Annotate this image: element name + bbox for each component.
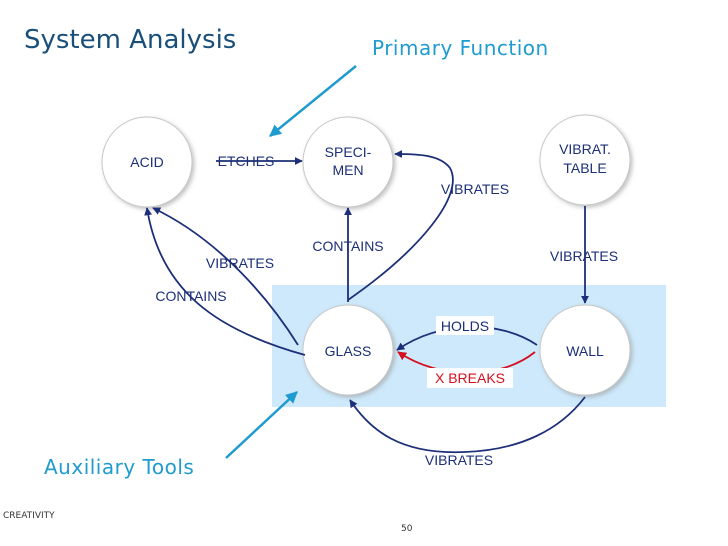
node-acid [101,116,193,208]
primary-function-arrow [269,65,357,137]
page-number: 50 [401,524,413,534]
auxiliary-tools-arrow [225,391,298,459]
page-title: System Analysis [24,25,237,55]
node-wall [539,304,631,396]
edge-label-contains-acid: CONTAINS [155,288,226,304]
node-wall-label: WALL [566,343,604,359]
node-specimen-label-line2: MEN [332,162,363,178]
auxiliary-tools-label: Auxiliary Tools [44,455,195,479]
edge-label-etches: ETCHES [218,153,275,169]
node-table-label-line1: VIBRAT. [559,141,611,157]
edge-label-vibrates-acid: VIBRATES [206,255,274,271]
edge-vibrates-specimen [347,150,454,301]
node-table-label-line2: TABLE [563,160,606,176]
edge-label-holds: HOLDS [441,318,489,334]
edge-label-contains-specimen: CONTAINS [312,238,383,254]
edge-vibrates-acid [152,207,299,346]
edge-label-vibrates-glass: VIBRATES [425,452,493,468]
node-acid-label: ACID [130,154,163,170]
edge-vibrates-glass [349,396,586,454]
breaks-label-bg [427,368,513,388]
node-glass-label: GLASS [325,343,372,359]
footer-label: CREATIVITY [3,511,55,521]
node-specimen [302,116,394,208]
node-glass [302,304,394,396]
edge-label-breaks: X BREAKS [435,370,505,386]
edge-contains-acid [144,207,306,356]
node-specimen-label-line1: SPECI- [325,144,372,160]
holds-label-bg [436,316,494,335]
edge-label-vibrates-specimen: VIBRATES [441,181,509,197]
edge-label-vibrates-wall: VIBRATES [550,248,618,264]
primary-function-label: Primary Function [372,36,549,60]
node-vibration-table [539,114,631,206]
